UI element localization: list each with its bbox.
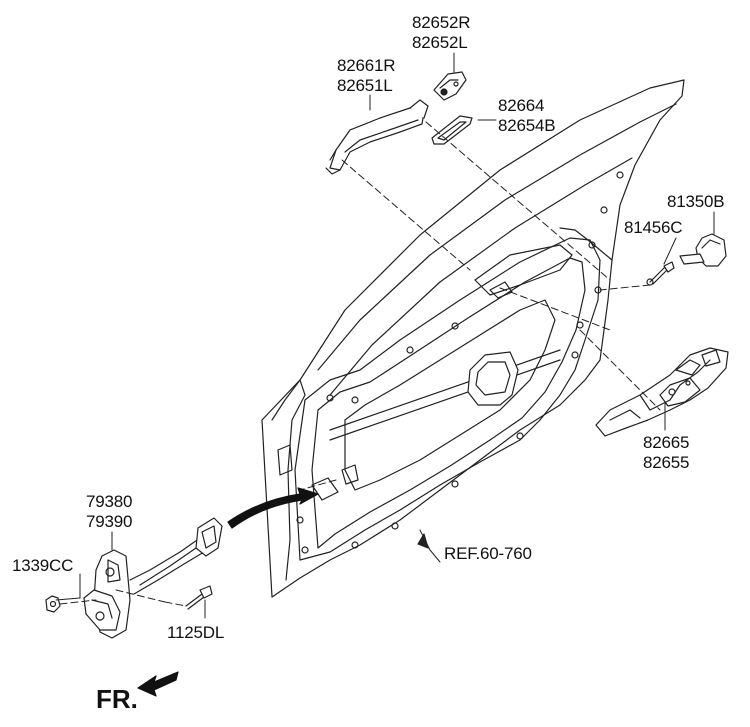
label-screw: 81456C <box>624 218 683 237</box>
label-bolt: 1125DL <box>167 623 225 642</box>
label-gasket-r: 82664 <box>498 96 545 115</box>
handle-cover <box>433 71 467 101</box>
screw <box>646 261 675 286</box>
label-checker-l: 79390 <box>86 512 133 531</box>
round-cover <box>679 233 727 267</box>
label-handle-r: 82661R <box>337 56 396 75</box>
door-panel <box>261 79 685 598</box>
label-bracket-r: 82665 <box>643 433 690 452</box>
label-checker-r: 79380 <box>86 492 133 511</box>
nut <box>45 595 61 613</box>
handle-bracket <box>595 347 729 437</box>
label-round-cover: 81350B <box>667 192 725 211</box>
outside-handle <box>325 99 429 175</box>
label-handle-cover-l: 82652L <box>412 33 468 52</box>
label-reference: REF.60-760 <box>444 544 532 563</box>
label-nut: 1339CC <box>12 556 74 575</box>
gasket <box>431 115 473 145</box>
front-direction-label: FR. <box>96 684 138 714</box>
label-handle-l: 82651L <box>337 76 393 95</box>
door-checker <box>83 517 223 639</box>
bolt <box>185 585 213 610</box>
label-bracket-l: 82655 <box>643 453 690 472</box>
label-handle-cover-r: 82652R <box>412 13 471 32</box>
label-gasket-l: 82654B <box>498 116 556 135</box>
